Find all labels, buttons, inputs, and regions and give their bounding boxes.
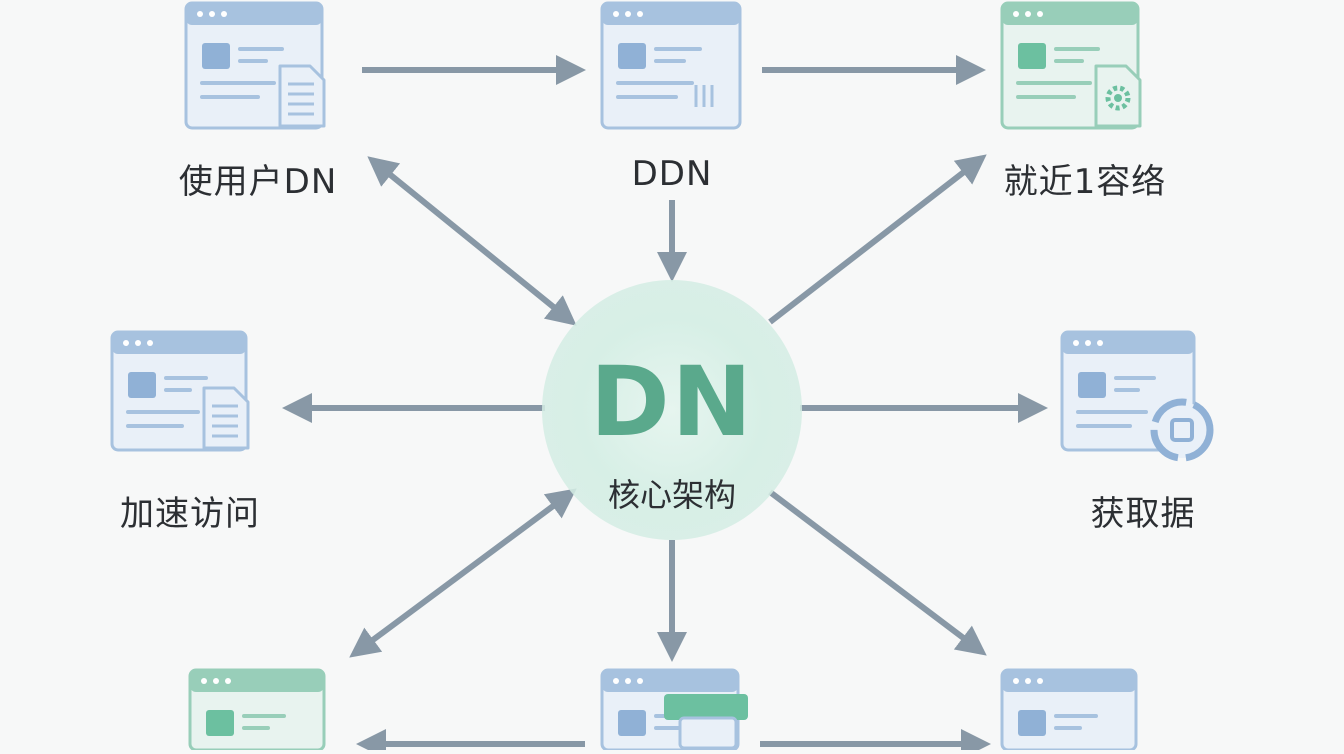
window-dot — [147, 340, 153, 346]
node-label-top-center: DDN — [631, 154, 713, 194]
arrow-hub-to-top-right — [768, 154, 987, 325]
arrow-hub-bottom-left — [349, 488, 577, 658]
window-dot — [1037, 11, 1043, 17]
center-title: DN — [589, 346, 755, 458]
center-hub — [542, 280, 802, 540]
window-icon-top-center — [600, 1, 742, 130]
node-label-mid-left: 加速访问 — [120, 494, 260, 534]
gear-center — [1114, 94, 1122, 102]
window-dot — [1037, 678, 1043, 684]
sync-ring-icon — [1150, 398, 1214, 462]
window-titlebar — [1062, 332, 1194, 354]
window-dot — [637, 11, 643, 17]
window-dot — [135, 340, 141, 346]
window-icon-top-right — [1000, 1, 1142, 130]
window-dot — [225, 678, 231, 684]
window-thumbnail — [202, 43, 230, 69]
window-thumbnail — [618, 710, 646, 736]
window-icon-bottom-center — [600, 668, 748, 752]
window-titlebar — [602, 3, 740, 25]
window-dot — [213, 678, 219, 684]
window-dot — [221, 11, 227, 17]
window-thumbnail — [1018, 43, 1046, 69]
window-titlebar — [1002, 3, 1138, 25]
window-thumbnail — [206, 710, 234, 736]
arrow-hub-top-left — [367, 156, 577, 326]
window-thumbnail — [618, 43, 646, 69]
window-dot — [613, 678, 619, 684]
window-dot — [613, 11, 619, 17]
window-dot — [1025, 678, 1031, 684]
window-dot — [625, 678, 631, 684]
window-titlebar — [190, 670, 324, 692]
center-subtitle: 核心架构 — [607, 476, 737, 514]
document-icon — [202, 386, 250, 450]
window-icon-mid-right — [1060, 330, 1214, 462]
window-thumbnail — [1018, 710, 1046, 736]
window-dot — [197, 11, 203, 17]
window-dot — [1073, 340, 1079, 346]
window-dot — [209, 11, 215, 17]
window-dot — [123, 340, 129, 346]
center-hub-circle — [542, 280, 802, 540]
document-icon — [278, 64, 326, 128]
sync-ring-core — [1170, 418, 1194, 442]
window-titlebar — [1002, 670, 1136, 692]
node-label-top-right: 就近1容络 — [1003, 162, 1167, 202]
node-label-mid-right: 获取据 — [1090, 494, 1196, 534]
window-dot — [637, 678, 643, 684]
window-dot — [1085, 340, 1091, 346]
window-icon-top-left — [184, 1, 326, 130]
window-dot — [1097, 340, 1103, 346]
window-dot — [625, 11, 631, 17]
window-titlebar — [112, 332, 246, 354]
window-dot — [1013, 11, 1019, 17]
arrow-layer — [282, 55, 1048, 754]
window-titlebar — [602, 670, 738, 692]
gear-icon — [1105, 85, 1131, 111]
window-thumbnail — [1078, 372, 1106, 398]
window-titlebar — [186, 3, 322, 25]
window-icon-bottom-right — [1000, 668, 1138, 752]
node-icons-layer — [110, 1, 1214, 752]
window-thumbnail — [128, 372, 156, 398]
folder-icon — [664, 694, 748, 720]
node-label-top-left: 使用户DN — [178, 162, 338, 202]
window-dot — [1013, 678, 1019, 684]
window-dot — [1025, 11, 1031, 17]
arrow-hub-to-bottom-right — [768, 489, 987, 656]
folder-doc-icon — [678, 716, 738, 750]
window-icon-bottom-left — [188, 668, 326, 752]
window-dot — [201, 678, 207, 684]
window-icon-mid-left — [110, 330, 250, 452]
